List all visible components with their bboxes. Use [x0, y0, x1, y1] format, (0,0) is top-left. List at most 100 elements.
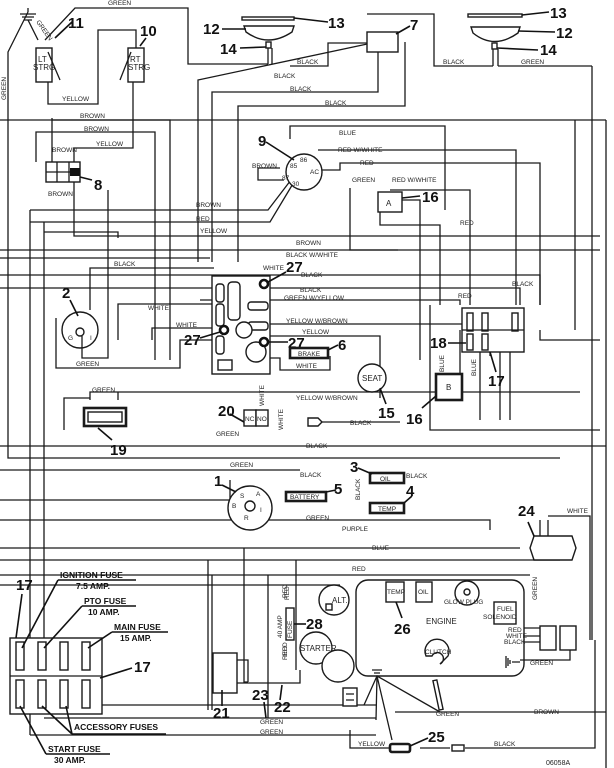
start-fuse-label: START FUSE — [48, 744, 101, 754]
temp-label: TEMP — [378, 506, 396, 513]
wire-label: WHITE — [278, 408, 285, 430]
ign-terminal-i: I — [260, 507, 262, 514]
wire-label: GREEN — [76, 361, 99, 368]
wire-label: WHITE — [259, 384, 266, 406]
wire-label: GREEN — [260, 719, 283, 726]
wire-label: BROWN — [48, 191, 73, 198]
main-fuse-28: FUSE 40 AMP 28 — [277, 607, 323, 641]
wire-label: BLACK — [355, 478, 362, 500]
wire-label: GREEN — [230, 462, 253, 469]
ign-terminal-r: R — [244, 515, 249, 522]
wire-label: GREEN — [530, 660, 553, 667]
relay-a: A 16 — [377, 189, 439, 213]
wire-label: BROWN — [84, 126, 109, 133]
wire-label: BLUE — [372, 545, 390, 552]
wire-label: RED W/WHITE — [392, 177, 437, 184]
wire-label: BLACK W/WHITE — [286, 252, 339, 259]
main-fuse-label: MAIN FUSE — [114, 622, 161, 632]
fuse-28-label: FUSE — [287, 620, 294, 638]
hourmeter-i: I — [90, 335, 92, 342]
pto-fuse-amp: 10 AMP. — [88, 607, 120, 617]
callout-25: 25 — [428, 729, 445, 746]
alternator: ALT. — [318, 584, 350, 616]
wire-label: BLACK — [512, 281, 534, 288]
accessory-fuses-label: ACCESSORY FUSES — [74, 722, 158, 732]
callout-22: 22 — [274, 699, 291, 716]
wire-label: WHITE — [148, 305, 170, 312]
ign-terminal-s: S — [240, 493, 245, 500]
callout-27-top: 27 — [286, 259, 303, 276]
strg-label: STRG — [33, 63, 55, 72]
harness-block: 27 27 27 — [184, 259, 305, 375]
nc-label: NC — [245, 416, 255, 423]
wire-label: YELLOW — [96, 141, 124, 148]
wire-label: BLACK — [406, 473, 428, 480]
temp-light: TEMP 4 — [368, 483, 415, 515]
fuse-block-connector: 18 17 — [430, 307, 525, 390]
fuel-label: FUEL — [497, 606, 514, 613]
wire-label: GREEN W/YELLOW — [284, 295, 345, 302]
callout-13-right: 13 — [550, 5, 567, 22]
ground-symbol-right — [505, 656, 520, 668]
wire-label: BLUE — [471, 358, 478, 376]
plug-connector — [432, 679, 444, 711]
callout-13-left: 13 — [328, 15, 345, 32]
headlight-right: 13 12 14 — [467, 5, 573, 66]
clutch-label: CLUTCH — [425, 649, 452, 656]
wire-label: RED — [284, 586, 291, 600]
wire-label: BROWN — [534, 709, 559, 716]
engine-label: ENGINE — [426, 617, 457, 626]
wire-label: YELLOW W/BROWN — [286, 318, 348, 325]
ign-terminal-b: B — [232, 503, 236, 510]
fuse-28-amp: 40 AMP — [277, 615, 284, 638]
wire-label: RED — [282, 642, 289, 656]
wire-label: BLUE — [439, 354, 446, 372]
callout-21: 21 — [213, 705, 230, 722]
cable-23: 23 — [252, 687, 269, 719]
wire-label: GREEN — [521, 59, 544, 66]
ground-symbol-engine — [363, 669, 393, 741]
right-steering-switch: RT STRG 10 — [47, 23, 157, 105]
wire-label: BLACK — [274, 73, 296, 80]
solenoid-connectors — [520, 625, 577, 661]
oil-label: OIL — [380, 476, 391, 483]
left-steering-switch: LT STRG 11 — [33, 15, 84, 83]
inline-fuse: 25 — [388, 729, 465, 754]
wire-label: YELLOW — [200, 228, 228, 235]
wire-label: WHITE — [263, 265, 285, 272]
callout-20: 20 — [218, 403, 235, 420]
wire-label: BLACK — [290, 86, 312, 93]
light-switch: 7 — [366, 17, 418, 53]
callout-27-left: 27 — [184, 332, 201, 349]
ignition-fuse-label: IGNITION FUSE — [60, 570, 123, 580]
ground-symbol — [20, 8, 39, 41]
oil-light: OIL 3 — [350, 459, 406, 485]
solenoid-label: SOLENOID — [483, 614, 517, 621]
wire-label: YELLOW W/BROWN — [296, 395, 358, 402]
wire-network — [0, 7, 607, 768]
wire-label: BROWN — [252, 163, 277, 170]
wire-label: GREEN — [108, 0, 131, 7]
wire-label: BLACK — [297, 59, 319, 66]
ignition-switch: S A R I B 1 — [214, 473, 273, 531]
wire-label: BLACK — [306, 443, 328, 450]
ignition-fuse-amp: 7.5 AMP. — [76, 581, 110, 591]
seat-label: SEAT — [362, 374, 382, 383]
wire-label: BROWN — [296, 240, 321, 247]
engine-temp-label: TEMP — [387, 589, 405, 596]
bullet-connector — [307, 417, 400, 427]
connector-8: 8 — [45, 161, 102, 194]
callout-2: 2 — [62, 285, 70, 302]
diode-module: 19 — [82, 406, 128, 459]
relay-b: B 16 — [406, 372, 464, 428]
callout-16-a: 16 — [422, 189, 439, 206]
wire-label: PURPLE — [342, 526, 369, 533]
callout-18: 18 — [430, 335, 447, 352]
wire-label: BLACK — [494, 741, 516, 748]
wire-label: GREEN — [92, 387, 115, 394]
callout-17-top: 17 — [16, 577, 33, 594]
brake-light: BRAKE 6 — [270, 337, 346, 371]
callout-7: 7 — [410, 17, 418, 34]
relay-a-label: A — [386, 199, 392, 208]
wire-label: RED W/WHITE — [338, 147, 383, 154]
